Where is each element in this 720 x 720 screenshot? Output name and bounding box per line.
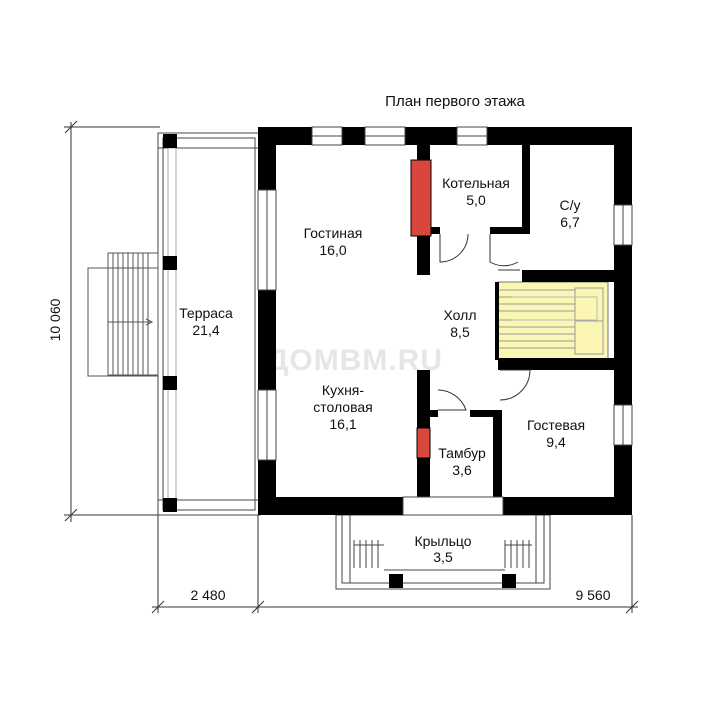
room-su-area: 6,7 [560, 214, 580, 230]
staircase [497, 281, 609, 361]
porch [335, 514, 551, 590]
terrace [157, 132, 261, 516]
plan-title: План первого этажа [385, 93, 525, 110]
terrace-columns [163, 134, 177, 512]
room-holl-name: Холл [444, 307, 477, 323]
porch-columns [389, 574, 516, 588]
room-terrasa-name: Терраса [179, 305, 233, 321]
door-swings [437, 233, 531, 411]
dim-house-width: 9 560 [575, 587, 610, 603]
room-terrasa-area: 21,4 [192, 322, 219, 338]
room-su-name: С/у [560, 197, 581, 213]
dim-height: 10 060 [47, 298, 63, 341]
room-gostinaya-name: Гостиная [304, 225, 363, 241]
room-tambur-area: 3,6 [452, 462, 472, 478]
room-holl-area: 8,5 [450, 324, 470, 340]
dim-terrace-width: 2 480 [190, 587, 225, 603]
room-kotelnaya-name: Котельная [442, 175, 510, 191]
room-gostevaya-area: 9,4 [546, 434, 566, 450]
chimneys [410, 159, 432, 459]
room-kuhnya-area: 16,1 [329, 416, 356, 432]
room-kuhnya-name: Кухня- [322, 382, 364, 398]
room-tambur-name: Тамбур [438, 445, 486, 461]
room-gostinaya-area: 16,0 [319, 242, 346, 258]
watermark: ДОМВМ.RU [267, 344, 443, 377]
room-kotelnaya-area: 5,0 [466, 192, 486, 208]
room-krylco-name: Крыльцо [414, 533, 471, 549]
room-krylco-area: 3,5 [433, 549, 453, 565]
room-labels: Гостиная 16,0 Котельная 5,0 С/у 6,7 Терр… [179, 175, 585, 565]
terrace-steps [87, 252, 159, 377]
room-gostevaya-name: Гостевая [527, 417, 585, 433]
window-panes [266, 135, 624, 460]
room-kuhnya-name2: столовая [313, 399, 373, 415]
dimension-lines [64, 120, 639, 614]
